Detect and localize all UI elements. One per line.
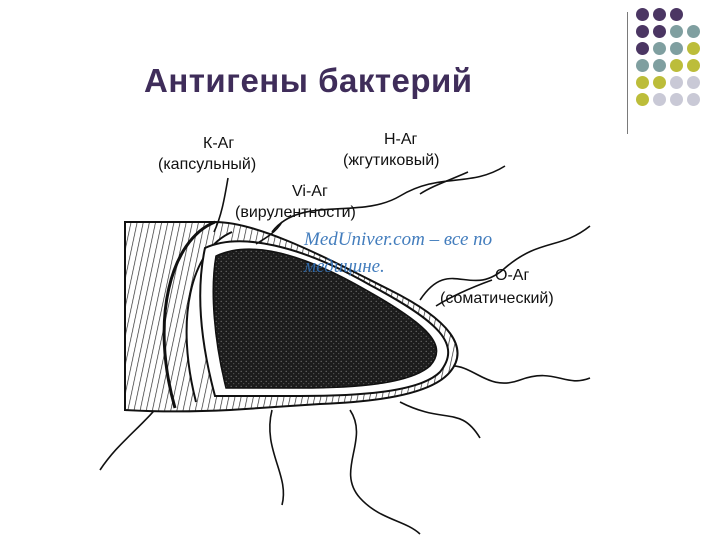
vi-antigen-desc: (вирулентности) bbox=[235, 204, 356, 221]
decor-dot bbox=[687, 93, 700, 106]
watermark-line-1: MedUniver.com – все по bbox=[304, 229, 493, 250]
decor-dot bbox=[670, 42, 683, 55]
decor-dot bbox=[687, 25, 700, 38]
cytoplasm bbox=[212, 248, 438, 389]
divider-line bbox=[627, 12, 628, 134]
decor-dot bbox=[653, 8, 666, 21]
decor-dot bbox=[687, 76, 700, 89]
decor-dot bbox=[653, 42, 666, 55]
decor-dot bbox=[670, 93, 683, 106]
decor-dot bbox=[670, 8, 683, 21]
leader-lines bbox=[213, 171, 493, 307]
decor-dot bbox=[636, 42, 649, 55]
o-antigen-name: О-Аг bbox=[495, 267, 530, 284]
decor-dot bbox=[653, 59, 666, 72]
decor-dot bbox=[687, 59, 700, 72]
decor-dot bbox=[636, 25, 649, 38]
decor-dot bbox=[636, 76, 649, 89]
vi-antigen-name: Vi-Аг bbox=[292, 183, 328, 200]
decor-dot bbox=[653, 25, 666, 38]
h-antigen-desc: (жгутиковый) bbox=[343, 152, 440, 169]
k-antigen-name: К-Аг bbox=[203, 135, 235, 152]
decor-dot bbox=[636, 8, 649, 21]
decor-dot bbox=[670, 25, 683, 38]
decor-dot bbox=[636, 93, 649, 106]
decor-dot bbox=[653, 76, 666, 89]
h-antigen-name: Н-Аг bbox=[384, 131, 418, 148]
k-antigen-desc: (капсульный) bbox=[158, 156, 257, 173]
decor-dot bbox=[670, 59, 683, 72]
slide-title: Антигены бактерий bbox=[144, 62, 473, 99]
o-antigen-desc: (соматический) bbox=[440, 290, 554, 307]
decor-dot bbox=[670, 76, 683, 89]
decor-dot bbox=[636, 59, 649, 72]
decor-dot bbox=[653, 93, 666, 106]
decor-dot bbox=[687, 42, 700, 55]
watermark-line-2: медицине. bbox=[304, 256, 385, 277]
flagella bbox=[99, 165, 591, 535]
